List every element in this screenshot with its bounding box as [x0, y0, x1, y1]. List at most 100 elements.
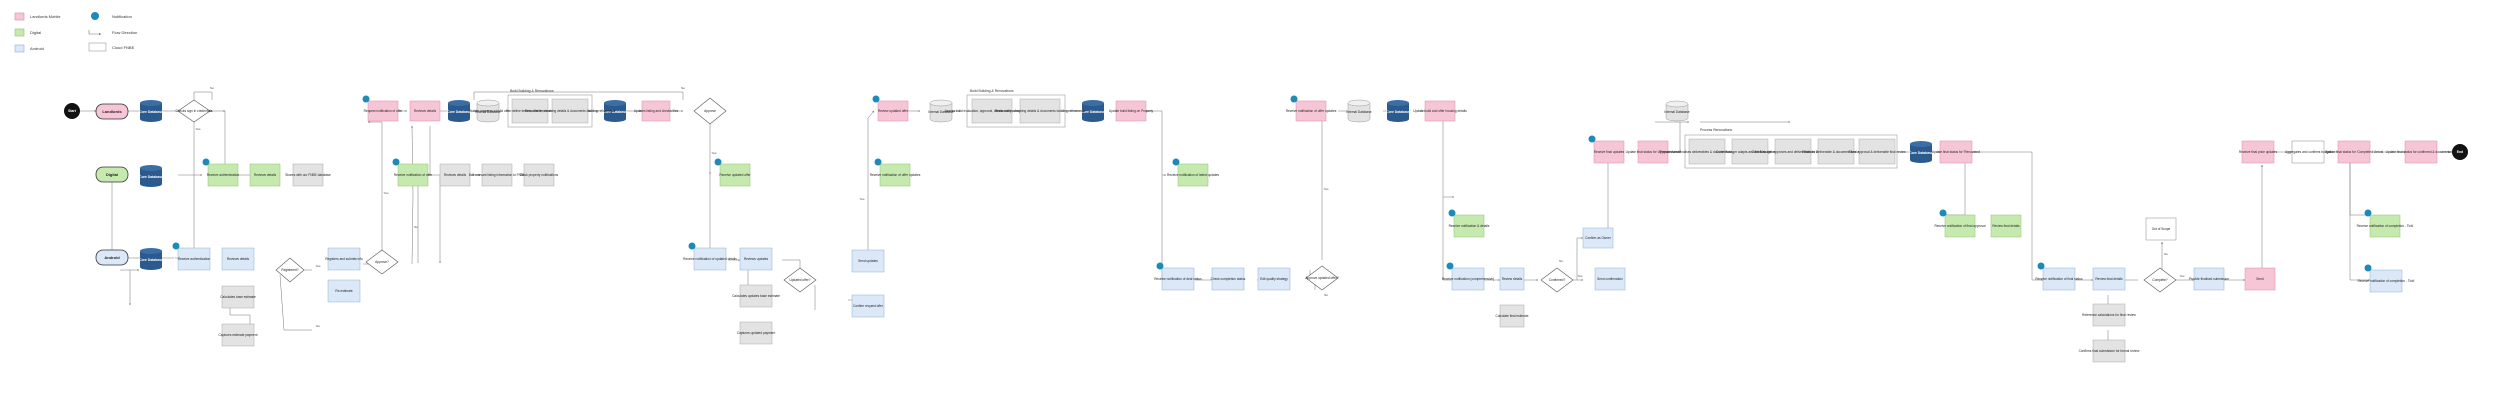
- step-box[interactable]: [2291, 140, 2325, 164]
- step-box[interactable]: [739, 321, 773, 345]
- yes-label: Yes: [1324, 187, 1329, 191]
- group-title: Build Building & Renovations: [510, 89, 554, 93]
- notification-icon: [1446, 262, 1454, 270]
- step-box[interactable]: [1594, 267, 1626, 291]
- step-box[interactable]: [1774, 138, 1812, 165]
- step-box[interactable]: [2244, 267, 2276, 291]
- step-box[interactable]: [1177, 163, 1209, 187]
- step-box[interactable]: [1115, 100, 1147, 122]
- step-box[interactable]: [327, 247, 361, 271]
- step-box[interactable]: [367, 100, 399, 122]
- step-box[interactable]: [739, 247, 773, 271]
- decision-diamond[interactable]: [1540, 267, 1574, 293]
- step-box[interactable]: [1593, 140, 1625, 164]
- notification-icon: [1448, 209, 1456, 217]
- step-box[interactable]: [221, 285, 255, 309]
- start-node[interactable]: [64, 103, 80, 119]
- step-box[interactable]: [207, 163, 239, 187]
- decision-diamond[interactable]: [693, 97, 727, 125]
- decision-diamond[interactable]: [1305, 265, 1339, 291]
- step-box[interactable]: [1582, 227, 1614, 249]
- p-db3-label: Core Database: [603, 110, 627, 114]
- step-box[interactable]: [879, 163, 911, 187]
- step-box[interactable]: [1211, 267, 1245, 291]
- decision-diamond[interactable]: [275, 257, 305, 283]
- step-box[interactable]: [292, 163, 324, 187]
- step-box[interactable]: [1817, 138, 1855, 165]
- database-icon: Core Database: [139, 248, 163, 270]
- step-box[interactable]: [523, 163, 555, 187]
- step-box[interactable]: [1019, 98, 1061, 124]
- step-box[interactable]: [511, 98, 549, 124]
- notification-icon: [1939, 209, 1947, 217]
- database-icon: Core Database: [447, 100, 471, 122]
- step-box[interactable]: [1637, 140, 1669, 164]
- p3-receive-label: Receive notification of offer updates: [1286, 109, 1337, 113]
- step-box[interactable]: [1688, 138, 1726, 165]
- step-box[interactable]: [2369, 214, 2401, 238]
- b-decide-label: Registered?: [281, 268, 298, 272]
- step-box[interactable]: [409, 100, 441, 122]
- step-box[interactable]: [1990, 214, 2022, 238]
- notification-icon: [874, 158, 882, 166]
- b-review1-label: Reviews details: [227, 257, 250, 261]
- g-track-label: Track property notifications: [520, 173, 559, 177]
- step-box[interactable]: [177, 247, 211, 271]
- notification-icon: [2364, 209, 2372, 217]
- step-box[interactable]: [2092, 303, 2126, 327]
- decision-diamond[interactable]: [2143, 267, 2177, 293]
- step-box[interactable]: [1731, 138, 1769, 165]
- p4-cloud-label: Internal Database: [1664, 110, 1689, 114]
- legend-notification-icon: [91, 12, 99, 20]
- step-box[interactable]: [327, 279, 361, 303]
- step-box[interactable]: [1257, 267, 1291, 291]
- step-box[interactable]: [877, 100, 909, 122]
- step-box[interactable]: [851, 294, 885, 318]
- no-label: No: [414, 225, 418, 229]
- step-box[interactable]: [719, 163, 751, 187]
- step-box[interactable]: [851, 249, 885, 273]
- step-box[interactable]: [2092, 267, 2126, 291]
- step-box[interactable]: [221, 323, 255, 347]
- lane-android-label: Android: [104, 255, 120, 260]
- step-box[interactable]: [2092, 339, 2126, 363]
- decision-diamond[interactable]: [177, 99, 211, 123]
- decision-diamond[interactable]: [783, 267, 817, 293]
- cylinder-icon: Internal Database: [1346, 99, 1372, 123]
- step-box[interactable]: [551, 98, 589, 124]
- step-box[interactable]: [641, 100, 671, 122]
- step-box[interactable]: [2145, 217, 2177, 241]
- step-box[interactable]: [1453, 214, 1485, 238]
- step-box[interactable]: [2337, 140, 2371, 164]
- end-node[interactable]: [2452, 144, 2468, 160]
- step-box[interactable]: [439, 163, 471, 187]
- step-box[interactable]: [971, 98, 1013, 124]
- b-capture-label: Captures estimate payment: [219, 333, 258, 337]
- step-box[interactable]: [1451, 267, 1485, 291]
- b4-receive-label: Receive notification of final status: [2035, 277, 2083, 281]
- step-box[interactable]: [2042, 267, 2076, 291]
- step-box[interactable]: [693, 247, 727, 271]
- step-box[interactable]: [739, 284, 773, 308]
- step-box[interactable]: [1499, 267, 1525, 291]
- step-box[interactable]: [1161, 267, 1195, 291]
- b-register-label: Registers and submits info: [325, 257, 363, 261]
- decision-diamond[interactable]: [365, 249, 399, 275]
- step-box[interactable]: [2193, 267, 2225, 291]
- step-box[interactable]: [1939, 140, 1973, 164]
- step-box[interactable]: [1858, 138, 1896, 165]
- b2-review-label: Reviews updates: [744, 257, 769, 261]
- step-box[interactable]: [1295, 100, 1327, 122]
- step-box[interactable]: [1499, 304, 1525, 328]
- step-box[interactable]: [2404, 140, 2438, 164]
- step-box[interactable]: [1944, 214, 1976, 238]
- renovation-group-1: Build Building & Renovations Builder pre…: [469, 89, 616, 128]
- step-box[interactable]: [2241, 140, 2275, 164]
- step-box[interactable]: [221, 247, 255, 271]
- step-box[interactable]: [2369, 269, 2403, 293]
- step-box[interactable]: [481, 163, 513, 187]
- step-box[interactable]: [249, 163, 281, 187]
- step-box[interactable]: [1424, 100, 1456, 122]
- step-box[interactable]: [397, 163, 429, 187]
- database-icon: Core Database: [139, 100, 163, 122]
